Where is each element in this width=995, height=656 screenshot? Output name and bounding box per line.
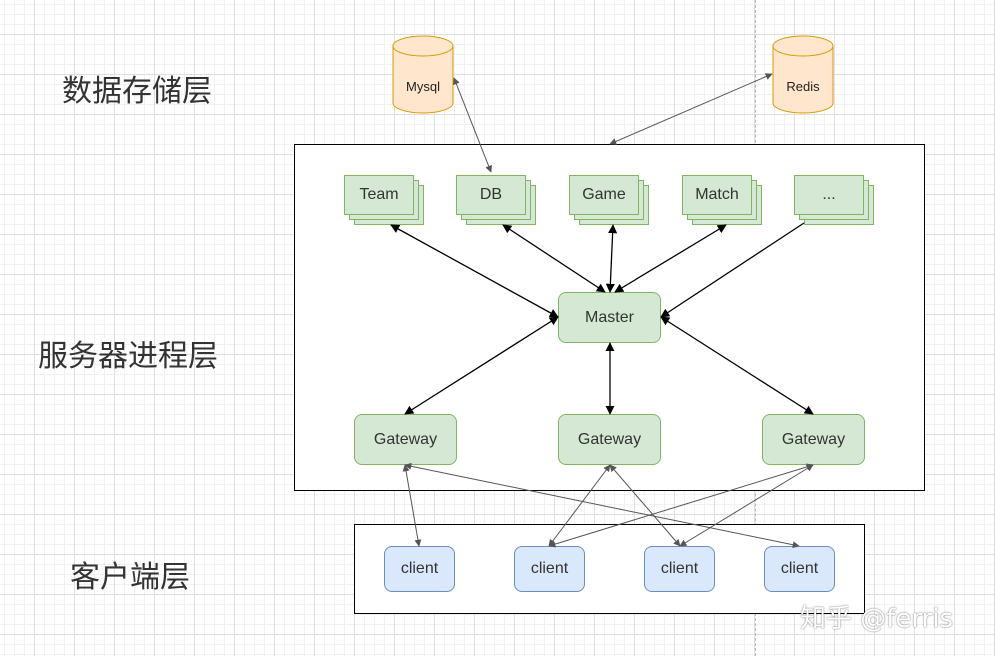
client-label: client — [530, 560, 569, 577]
service-db[interactable]: DB — [456, 175, 538, 225]
gateway-node-left[interactable]: Gateway — [354, 414, 457, 465]
service-game-label: Game — [569, 175, 639, 215]
zhihu-watermark: 知乎 @ferris — [800, 604, 954, 634]
gateway-label: Gateway — [577, 430, 642, 448]
client-node-2[interactable]: client — [514, 546, 585, 592]
client-layer-label: 客户端层 — [70, 560, 190, 595]
storage-layer-label: 数据存储层 — [62, 74, 212, 109]
service-db-label: DB — [456, 175, 526, 215]
master-label: Master — [585, 308, 634, 326]
client-node-4[interactable]: client — [764, 546, 835, 592]
mysql-database[interactable]: Mysql — [392, 34, 454, 115]
redis-label: Redis — [786, 79, 820, 94]
gateway-node-center[interactable]: Gateway — [558, 414, 661, 465]
redis-database[interactable]: Redis — [772, 34, 834, 115]
service-team-label: Team — [344, 175, 414, 215]
gateway-node-right[interactable]: Gateway — [762, 414, 865, 465]
service-match-label: Match — [682, 175, 752, 215]
gateway-label: Gateway — [781, 430, 846, 448]
service-more[interactable]: ... — [794, 175, 876, 225]
client-node-1[interactable]: client — [384, 546, 455, 592]
service-game[interactable]: Game — [569, 175, 651, 225]
client-label: client — [660, 560, 699, 577]
service-more-label: ... — [794, 175, 864, 215]
mysql-label: Mysql — [406, 79, 440, 94]
client-node-3[interactable]: client — [644, 546, 715, 592]
client-label: client — [400, 560, 439, 577]
redis-cylinder-icon — [772, 35, 834, 114]
client-label: client — [780, 560, 819, 577]
connector-redis-frame — [609, 73, 773, 145]
server-layer-label: 服务器进程层 — [38, 339, 218, 374]
master-node[interactable]: Master — [558, 292, 661, 343]
service-match[interactable]: Match — [682, 175, 764, 225]
mysql-cylinder-icon — [392, 35, 454, 114]
service-team[interactable]: Team — [344, 175, 426, 225]
gateway-label: Gateway — [373, 430, 438, 448]
